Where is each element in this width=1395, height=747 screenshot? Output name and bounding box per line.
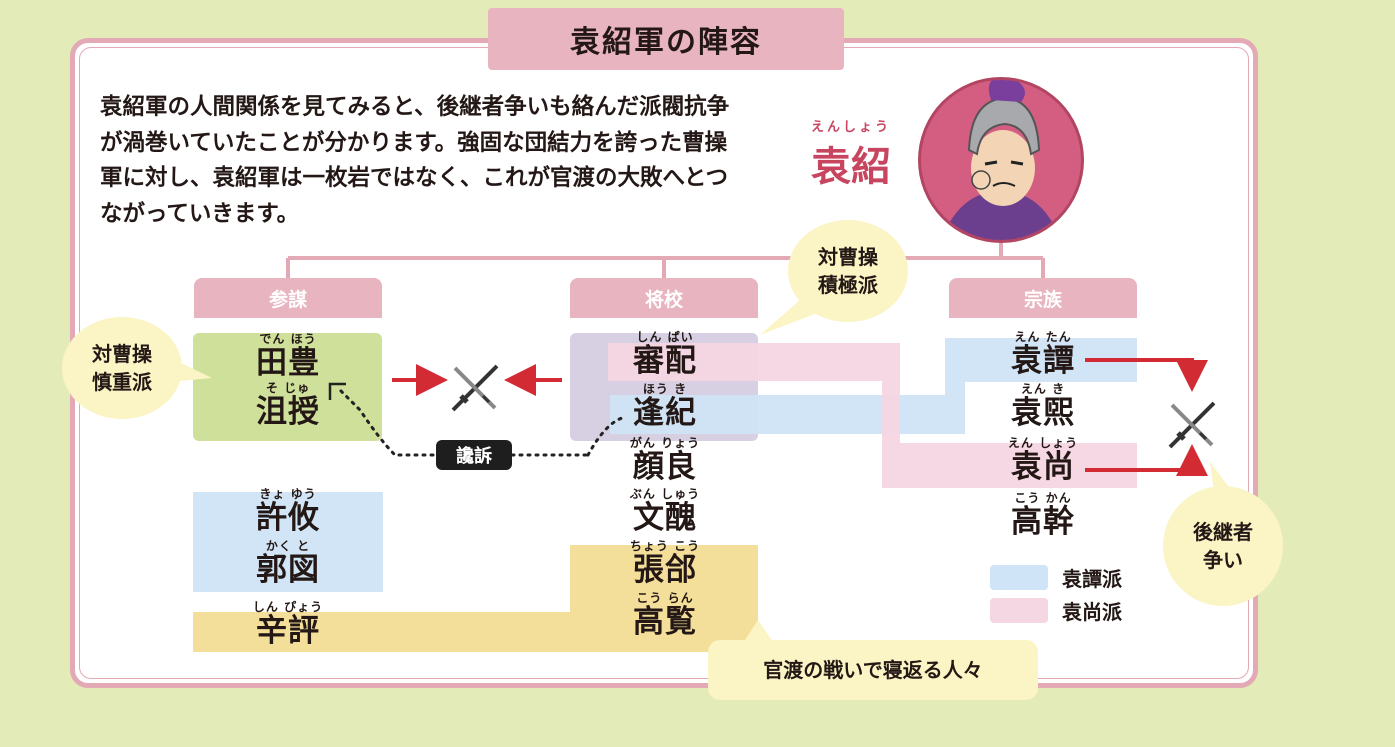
person-kakuto: かく と 郭図 bbox=[233, 539, 343, 587]
slander-label: 讒訴 bbox=[436, 440, 512, 470]
category-souzoku: 宗族 bbox=[949, 278, 1137, 318]
person-ganryou: がん りょう 顔良 bbox=[610, 436, 720, 484]
person-enshou: えん しょう 袁尚 bbox=[988, 436, 1098, 484]
person-name: 許攸 bbox=[256, 500, 320, 536]
portrait-illustration bbox=[941, 80, 1061, 240]
legend-label-enshou: 袁尚派 bbox=[1062, 600, 1122, 624]
person-ruby: でん ほう bbox=[259, 332, 317, 346]
person-soju: そ じゅ 沮授 bbox=[233, 381, 343, 429]
intro-text: 袁紹軍の人間関係を見てみると、後継者争いも絡んだ派閥抗争が渦巻いていたことが分か… bbox=[100, 94, 730, 227]
crossed-swords-icon bbox=[453, 366, 497, 410]
person-ruby: かく と bbox=[265, 539, 311, 553]
bubble-active: 対曹操 積極派 bbox=[788, 220, 908, 322]
person-name: 郭図 bbox=[256, 552, 320, 588]
leader-name: 袁紹 bbox=[811, 144, 891, 190]
person-name: 審配 bbox=[633, 343, 697, 379]
person-ruby: ぶん しゅう bbox=[629, 487, 701, 501]
person-ruby: こう らん bbox=[636, 591, 694, 605]
person-choukou: ちょう こう 張郃 bbox=[610, 539, 720, 587]
bubble-cautious: 対曹操 慎重派 bbox=[62, 317, 182, 419]
person-ruby: しん ぱい bbox=[636, 330, 694, 344]
person-name: 袁尚 bbox=[1011, 449, 1075, 485]
person-ruby: えん き bbox=[1020, 382, 1066, 396]
person-name: 袁煕 bbox=[1011, 395, 1075, 431]
leader-ruby: えんしょう bbox=[810, 120, 891, 135]
person-name: 逢紀 bbox=[633, 395, 697, 431]
person-kouran: こう らん 高覧 bbox=[610, 591, 720, 639]
bubble-succession: 後継者 争い bbox=[1163, 486, 1283, 606]
person-name: 張郃 bbox=[633, 552, 697, 588]
person-denpou: でん ほう 田豊 bbox=[233, 332, 343, 380]
person-ruby: きょ ゆう bbox=[259, 487, 317, 501]
bubble-defectors: 官渡の戦いで寝返る人々 bbox=[708, 640, 1038, 700]
person-name: 顔良 bbox=[633, 449, 697, 485]
crossed-swords-icon bbox=[1170, 403, 1214, 447]
person-ruby: そ じゅ bbox=[265, 381, 311, 395]
person-shinpyou: しん ぴょう 辛評 bbox=[233, 600, 343, 648]
person-ruby: ほう き bbox=[642, 382, 688, 396]
person-entan: えん たん 袁譚 bbox=[988, 330, 1098, 378]
person-ruby: がん りょう bbox=[629, 436, 701, 450]
person-ruby: えん たん bbox=[1014, 330, 1072, 344]
person-name: 沮授 bbox=[256, 394, 320, 430]
person-name: 文醜 bbox=[633, 500, 697, 536]
person-houki: ほう き 逢紀 bbox=[610, 382, 720, 430]
person-name: 田豊 bbox=[256, 345, 320, 381]
legend-swatch-entan bbox=[990, 565, 1048, 590]
arrow-icon bbox=[1085, 358, 1208, 392]
person-name: 袁譚 bbox=[1011, 343, 1075, 379]
leader-portrait bbox=[918, 77, 1084, 243]
person-bunshuu: ぶん しゅう 文醜 bbox=[610, 487, 720, 535]
person-kyoyu: きょ ゆう 許攸 bbox=[233, 487, 343, 535]
page-title: 袁紹軍の陣容 bbox=[488, 8, 844, 70]
person-shinpai: しん ぱい 審配 bbox=[610, 330, 720, 378]
person-koukan: こう かん 高幹 bbox=[988, 491, 1098, 539]
person-enki: えん き 袁煕 bbox=[988, 382, 1098, 430]
person-name: 高幹 bbox=[1011, 504, 1075, 540]
person-name: 辛評 bbox=[256, 613, 320, 649]
person-ruby: こう かん bbox=[1014, 491, 1072, 505]
arrow-icon bbox=[1085, 444, 1208, 476]
category-shoukou: 将校 bbox=[570, 278, 758, 318]
category-sanbou: 参謀 bbox=[194, 278, 382, 318]
legend-label-entan: 袁譚派 bbox=[1062, 567, 1122, 591]
person-ruby: ちょう こう bbox=[629, 539, 701, 553]
person-ruby: えん しょう bbox=[1007, 436, 1079, 450]
person-ruby: しん ぴょう bbox=[252, 600, 324, 614]
legend-swatch-enshou bbox=[990, 598, 1048, 623]
person-name: 高覧 bbox=[633, 604, 697, 640]
